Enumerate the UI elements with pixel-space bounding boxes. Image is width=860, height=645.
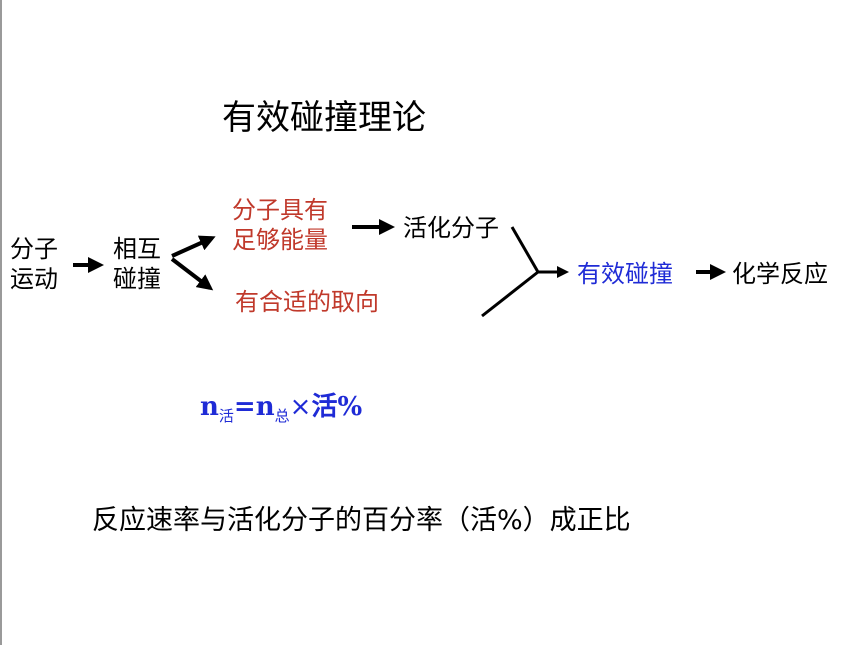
node-mutual-collision-line2: 碰撞 — [113, 265, 161, 293]
converge-line-upper — [510, 226, 540, 273]
formula-active-percent: 活% — [311, 392, 363, 422]
node-chemical-reaction: 化学反应 — [732, 260, 828, 288]
node-enough-energy-line1: 分子具有 — [232, 196, 328, 224]
slide-title: 有效碰撞理论 — [222, 98, 426, 138]
node-effective-collision: 有效碰撞 — [577, 260, 673, 288]
node-enough-energy-line2: 足够能量 — [232, 226, 328, 254]
converge-line-lower — [481, 270, 539, 318]
formula-equals: = — [233, 392, 256, 422]
arrow-collision-to-orientation — [170, 257, 214, 291]
formula-sub-total: 总 — [274, 407, 290, 425]
activated-molecule-formula: n活=n总×活% — [200, 386, 362, 426]
formula-times: × — [289, 392, 312, 422]
node-molecule-motion: 分子 运动 — [10, 234, 58, 294]
formula-sub-active: 活 — [218, 407, 234, 425]
node-enough-energy: 分子具有 足够能量 — [232, 195, 328, 255]
slide-left-border — [0, 0, 2, 645]
formula-n-active: n — [200, 392, 219, 422]
node-proper-orientation: 有合适的取向 — [235, 288, 379, 316]
node-molecule-motion-line2: 运动 — [10, 265, 58, 293]
arrow-collision-to-energy — [171, 235, 216, 258]
conclusion-text: 反应速率与活化分子的百分率（活%）成正比 — [92, 505, 631, 536]
formula-n-total: n — [255, 392, 275, 422]
node-molecule-motion-line1: 分子 — [10, 235, 58, 263]
node-activated-molecule: 活化分子 — [403, 214, 499, 242]
node-mutual-collision-line1: 相互 — [113, 235, 161, 263]
node-mutual-collision: 相互 碰撞 — [113, 234, 161, 294]
